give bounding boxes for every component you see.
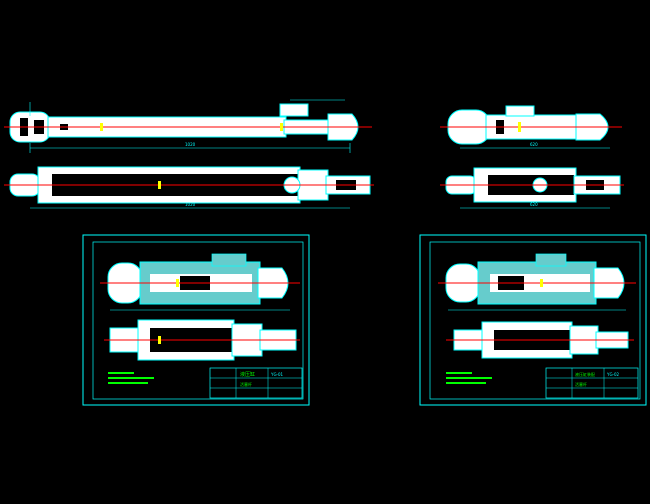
left-top-mark [100,123,103,131]
right-top-mark [518,122,521,132]
left-sheet-title-block [209,367,303,399]
left-sheet-outer-border [82,234,310,406]
left-sheet-inner-border [92,241,304,400]
right-sheet-subtitle: 活塞杆 [575,381,587,387]
right-sheet-note-line-2 [446,377,492,379]
left-sheet-port [211,253,247,267]
left-top-mark-2 [280,123,283,131]
left-sheet: 液压缸 YG-01 活塞杆 [82,234,310,406]
left-sheet-note-line-3 [108,382,148,384]
left-cylinder-section: 1020 [4,166,374,209]
left-sheet-mark [176,279,179,287]
left-sheet-view2-mark [158,336,161,344]
left-sheet-subtitle: 活塞杆 [240,381,252,387]
right-sheet: 液压缸装配 YG-02 活塞杆 [419,234,647,406]
right-sheet-outer-border [419,234,647,406]
right-top-port [505,105,535,117]
left-sheet-note-line-2 [108,377,154,379]
right-section-dimension-text: 620 [530,202,538,207]
right-cylinder-top: 620 [440,105,622,149]
right-sheet-drawing-title: 液压缸装配 [575,371,595,377]
right-sheet-title-block [545,367,639,399]
right-sheet-drawing-number: YG-02 [606,372,620,377]
left-sheet-drawing-number: YG-01 [270,372,284,377]
left-section-mark [158,181,161,189]
right-sheet-inner-border [429,241,641,400]
left-top-dimension-text: 1020 [185,142,196,147]
left-top-port [279,103,309,117]
left-cylinder-top: 1020 [4,99,372,153]
right-sheet-note-line [446,372,472,374]
right-sheet-note-line-3 [446,382,486,384]
left-sheet-note-line [108,372,134,374]
right-sheet-port [535,253,567,267]
left-sheet-drawing-title: 液压缸 [240,371,255,378]
right-cylinder-section: 620 [440,167,624,209]
right-sheet-mark [540,279,543,287]
left-section-dimension-text: 1020 [185,202,196,207]
right-top-dimension-text: 620 [530,142,538,147]
